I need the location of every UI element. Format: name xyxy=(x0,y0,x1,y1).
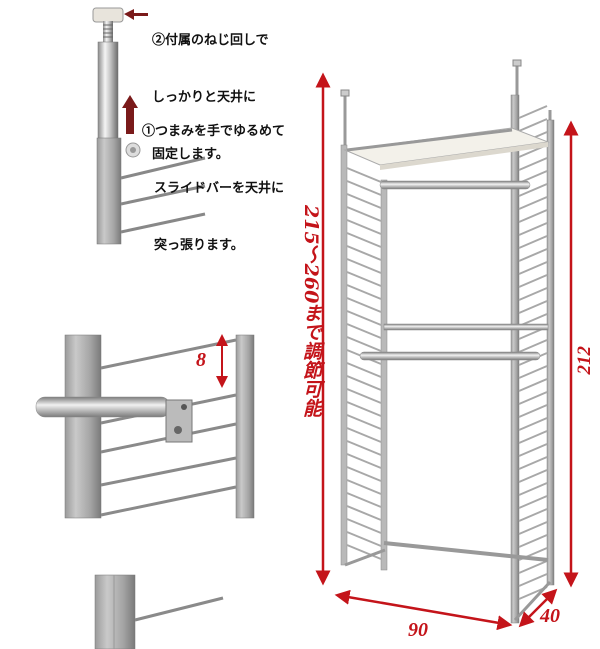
ladder-rung xyxy=(346,193,382,209)
note-line: スライドバーを天井に xyxy=(154,181,285,196)
ladder-rung xyxy=(518,560,548,574)
left-arrow-icon xyxy=(124,9,148,20)
ladder-rung xyxy=(346,219,382,235)
adjustable-height-label: 215～260まで調節可能 xyxy=(300,205,322,418)
ladder-rung xyxy=(346,232,382,248)
ladder-rung xyxy=(518,534,548,548)
ladder-rung xyxy=(346,544,382,560)
ladder-rung xyxy=(518,443,548,457)
ladder-rung xyxy=(518,274,548,288)
ladder-rung xyxy=(346,440,382,456)
ladder-rung xyxy=(518,391,548,405)
ladder-rung xyxy=(518,573,548,587)
ladder-rung xyxy=(346,492,382,508)
rack-illustration xyxy=(315,59,579,631)
ladder-rung xyxy=(346,466,382,482)
up-arrow-icon xyxy=(122,95,138,134)
ladder-rung xyxy=(518,482,548,496)
ladder-rung xyxy=(518,430,548,444)
ladder-rung xyxy=(518,508,548,522)
ladder-rung xyxy=(346,427,382,443)
ladder-rung xyxy=(518,222,548,236)
ladder-rung xyxy=(518,339,548,353)
ladder-rung xyxy=(518,183,548,197)
ladder-rung xyxy=(346,284,382,300)
note-line: ①つまみを手でゆるめて xyxy=(142,124,286,139)
ladder-rung xyxy=(346,375,382,391)
ladder-rung xyxy=(518,378,548,392)
note-line: ②付属のねじ回しで xyxy=(152,33,269,48)
ladder-rung xyxy=(518,261,548,275)
base-detail xyxy=(94,574,224,649)
ladder-rung xyxy=(518,365,548,379)
ladder-rung xyxy=(518,417,548,431)
note-line: 突っ張ります。 xyxy=(154,238,244,253)
ladder-rung xyxy=(346,518,382,534)
ladder-rung xyxy=(518,105,548,119)
ladder-rung xyxy=(518,495,548,509)
ladder-rung xyxy=(346,479,382,495)
ladder-rung xyxy=(346,323,382,339)
ladder-rung xyxy=(518,248,548,262)
rung-spacing-label: 8 xyxy=(196,349,206,371)
ladder-rung xyxy=(346,531,382,547)
ladder-rung xyxy=(518,521,548,535)
ladder-rung xyxy=(346,167,382,183)
ladder-rung xyxy=(346,206,382,222)
ladder-rung xyxy=(346,336,382,352)
ladder-rung xyxy=(518,157,548,171)
ladder-rung xyxy=(518,196,548,210)
ladder-rung xyxy=(518,287,548,301)
ladder-rung xyxy=(346,505,382,521)
ladder-rung xyxy=(518,300,548,314)
ladder-rung xyxy=(346,453,382,469)
width-arrow xyxy=(334,589,513,631)
rung-detail xyxy=(35,334,255,519)
ladder-rung xyxy=(518,469,548,483)
ladder-rung xyxy=(346,310,382,326)
ladder-rung xyxy=(346,414,382,430)
depth-arrow xyxy=(518,588,558,628)
ladder-rung xyxy=(518,456,548,470)
depth-label: 40 xyxy=(540,605,560,627)
note-line: 固定します。 xyxy=(152,147,229,162)
note-line: しっかりと天井に xyxy=(152,90,257,105)
ladder-rung xyxy=(518,235,548,249)
step1-note: ①つまみを手でゆるめて スライドバーを天井に 突っ張ります。 xyxy=(142,84,285,274)
ladder-rung xyxy=(346,271,382,287)
ladder-rung xyxy=(518,404,548,418)
adjuster-detail xyxy=(92,7,206,245)
ladder-rung xyxy=(346,258,382,274)
step2-note: ②付属のねじ回しで しっかりと天井に 固定します。 xyxy=(152,0,269,183)
ladder-rung xyxy=(346,401,382,417)
ladder-rung xyxy=(346,180,382,196)
width-label: 90 xyxy=(408,619,428,641)
ladder-rung xyxy=(346,297,382,313)
ladder-rung xyxy=(346,362,382,378)
ladder-rung xyxy=(518,209,548,223)
ladder-rung xyxy=(346,245,382,261)
fixed-height-label: 212 xyxy=(574,346,595,375)
ladder-rung xyxy=(518,118,548,132)
ladder-rung xyxy=(346,388,382,404)
